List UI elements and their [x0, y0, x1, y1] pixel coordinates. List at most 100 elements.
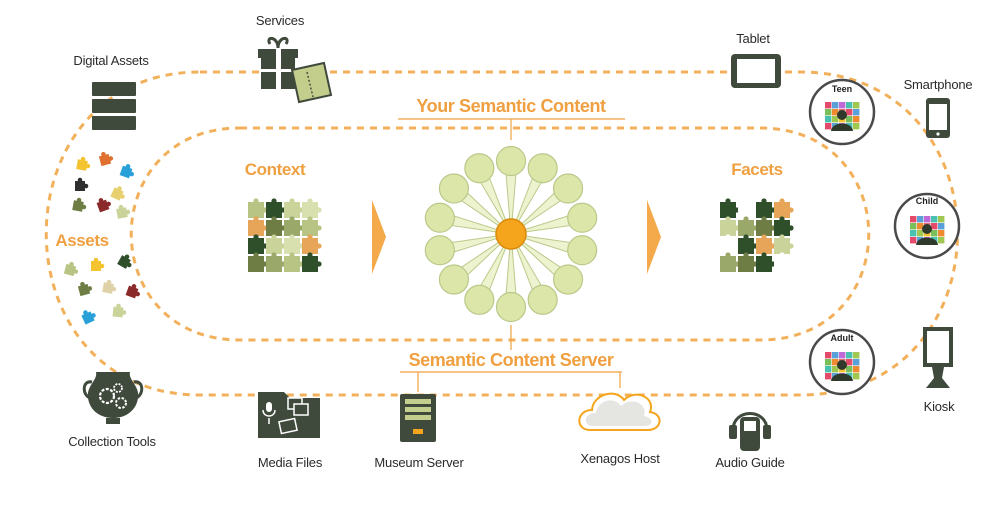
adult-badge-label: Adult [830, 333, 854, 343]
badge-puzzle-tile [853, 123, 860, 130]
badge-puzzle-tile [846, 109, 853, 116]
puzzle-knob [725, 252, 731, 258]
puzzle-knob [743, 252, 749, 258]
puzzle-piece [720, 202, 736, 218]
puzzle-piece [284, 238, 300, 254]
puzzle-knob [316, 243, 322, 249]
puzzle-knob [289, 234, 295, 240]
badge-puzzle-tile [846, 116, 853, 123]
badge-puzzle-tile [938, 230, 945, 237]
puzzle-knob [307, 216, 313, 222]
puzzle-piece [284, 202, 300, 218]
outer-dashed-loop [44, 70, 959, 397]
asset-puzzle-piece [81, 310, 96, 325]
puzzle-piece [266, 202, 282, 218]
core-node [567, 235, 598, 266]
semantic-core-graph [424, 145, 598, 323]
puzzle-knob [788, 243, 794, 249]
assets-label: Assets [55, 231, 109, 250]
puzzle-piece [738, 238, 754, 254]
person-head [922, 224, 932, 234]
puzzle-piece [266, 220, 282, 236]
badge-puzzle-tile [825, 123, 832, 130]
badge-puzzle-tile [910, 230, 917, 237]
badge-puzzle-tile [853, 102, 860, 109]
badge-puzzle-tile [846, 366, 853, 373]
person-body [831, 373, 853, 381]
asset-puzzle-piece [117, 254, 132, 269]
kiosk-icon [923, 327, 953, 388]
badge-puzzle-tile [846, 102, 853, 109]
puzzle-piece [302, 220, 318, 236]
puzzle-knob [725, 234, 731, 240]
puzzle-piece [248, 202, 264, 218]
badge-puzzle-tile [938, 237, 945, 244]
puzzle-knob [253, 216, 259, 222]
puzzle-knob [788, 225, 794, 231]
puzzle-knob [761, 216, 767, 222]
puzzle-knob [788, 207, 794, 213]
puzzle-piece [302, 256, 318, 272]
puzzle-knob [271, 216, 277, 222]
badge-puzzle-tile [917, 223, 924, 230]
facets-puzzle-grid [720, 198, 794, 272]
puzzle-piece [756, 220, 772, 236]
asset-puzzle-piece [116, 204, 131, 219]
badge-puzzle-tile [825, 102, 832, 109]
context-label: Context [244, 160, 306, 179]
tablet-icon [731, 54, 781, 88]
puzzle-knob [289, 198, 295, 204]
asset-puzzle-piece [110, 186, 125, 201]
badge-puzzle-tile [938, 216, 945, 223]
badge-puzzle-tile [832, 116, 839, 123]
badge-puzzle-tile [832, 109, 839, 116]
smartphone-icon [926, 98, 950, 138]
asset-puzzle-piece [72, 197, 87, 212]
asset-puzzle-piece [76, 156, 91, 171]
puzzle-knob [307, 234, 313, 240]
puzzle-piece [720, 238, 736, 254]
core-node [552, 264, 584, 295]
badge-puzzle-tile [917, 230, 924, 237]
puzzle-knob [761, 234, 767, 240]
puzzle-piece [774, 220, 790, 236]
audio-guide-label: Audio Guide [715, 455, 785, 470]
puzzle-knob [253, 234, 259, 240]
tablet-label: Tablet [736, 31, 770, 46]
facets-arrow-icon [647, 200, 661, 274]
core-node [495, 145, 527, 177]
badge-puzzle-tile [910, 223, 917, 230]
badge-puzzle-tile [853, 359, 860, 366]
collection-tools-label: Collection Tools [68, 434, 156, 449]
core-node [527, 284, 558, 315]
badge-puzzle-tile [839, 352, 846, 359]
badge-puzzle-tile [832, 359, 839, 366]
puzzle-knob [316, 261, 322, 267]
puzzle-knob [271, 234, 277, 240]
asset-puzzle-piece [96, 198, 111, 213]
badge-puzzle-tile [832, 366, 839, 373]
puzzle-piece [756, 238, 772, 254]
asset-puzzle-piece [98, 151, 114, 167]
asset-puzzle-piece [75, 177, 89, 191]
media-files-icon [258, 392, 320, 438]
puzzle-piece [756, 256, 772, 272]
puzzle-piece [302, 202, 318, 218]
puzzle-knob [316, 207, 322, 213]
asset-puzzle-piece [102, 279, 117, 294]
center-title: Your Semantic Content [416, 96, 606, 116]
asset-puzzle-piece [91, 257, 105, 271]
puzzle-knob [307, 252, 313, 258]
puzzle-knob [725, 198, 731, 204]
asset-puzzle-piece [112, 303, 127, 318]
core-node [424, 202, 455, 233]
puzzle-piece [774, 238, 790, 254]
puzzle-piece [266, 238, 282, 254]
asset-puzzle-pieces [63, 151, 140, 325]
puzzle-knob [779, 252, 785, 258]
core-node [438, 264, 470, 295]
asset-puzzle-piece [63, 261, 79, 277]
xenagos-host-cloud-icon [578, 392, 661, 431]
puzzle-knob [779, 198, 785, 204]
museum-server-icon [400, 394, 436, 442]
